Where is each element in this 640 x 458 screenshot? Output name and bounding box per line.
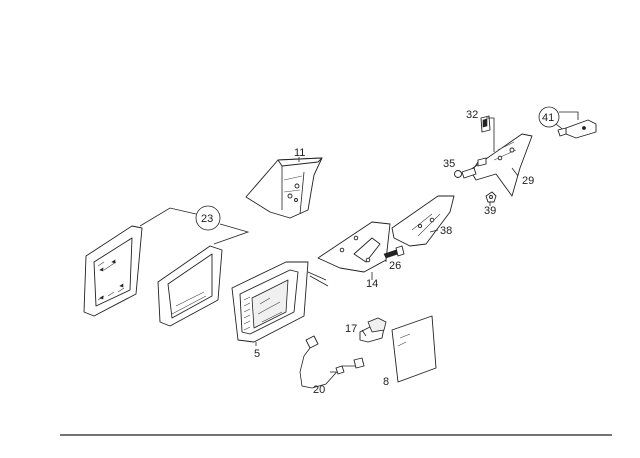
- callout-32: 32: [466, 109, 478, 121]
- callout-20: 20: [313, 384, 325, 396]
- callout-41: 41: [542, 112, 554, 124]
- part-5-mirror-housing: [231, 261, 329, 343]
- callout-11: 11: [294, 147, 305, 159]
- callout-17: 17: [345, 323, 357, 335]
- callout-38: 38: [440, 225, 452, 237]
- callout-29: 29: [522, 175, 534, 187]
- part-14-mounting-plate: [317, 221, 391, 280]
- part-23-frame-outer: [83, 225, 143, 317]
- part-11-housing-cover: [245, 157, 323, 219]
- part-32-clip: [480, 115, 495, 152]
- callout-26: 26: [389, 260, 401, 272]
- callout-14: 14: [366, 278, 378, 290]
- part-35-screws: [454, 157, 487, 179]
- callout-23-group: [139, 205, 250, 245]
- callout-8: 8: [383, 376, 389, 388]
- callout-5: 5: [254, 348, 260, 360]
- part-20-cable: [299, 335, 365, 389]
- part-41-lever: [557, 119, 597, 139]
- part-38-triangle-cover: [391, 195, 455, 247]
- part-17-connector: [359, 317, 387, 343]
- part-8-mirror-glass: [391, 315, 437, 383]
- callout-23: 23: [201, 213, 213, 225]
- part-26-screw: [383, 245, 405, 262]
- part-23-frame-inner: [157, 245, 223, 327]
- part-29-bracket: [469, 133, 533, 197]
- part-39-nut: [485, 191, 497, 206]
- callout-35: 35: [443, 158, 455, 170]
- callout-39: 39: [484, 205, 496, 217]
